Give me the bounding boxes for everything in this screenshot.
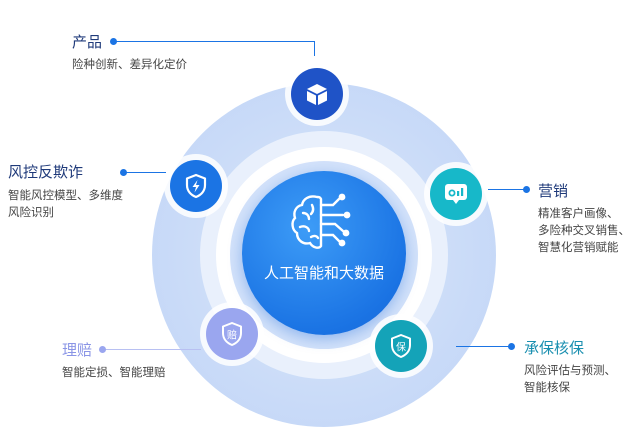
- marketing-node: [430, 168, 482, 220]
- marketing-desc: 精准客户画像、 多险种交叉销售、 智慧化营销赋能: [538, 205, 630, 256]
- marketing-desc-line: 智慧化营销赋能: [538, 240, 619, 254]
- claims-badge-text: 赔: [227, 329, 237, 342]
- risk-control-desc: 智能风控模型、多维度 风险识别: [8, 187, 123, 221]
- underwriting-desc: 风险评估与预测、 智能核保: [524, 362, 616, 396]
- risk-dot: [120, 169, 127, 176]
- claims-desc: 智能定损、智能理赔: [62, 364, 166, 381]
- product-node: [291, 68, 343, 120]
- product-leader-h: [114, 41, 315, 42]
- product-dot: [110, 38, 117, 45]
- claims-node: 赔: [206, 308, 258, 360]
- claims-desc-line: 智能定损、智能理赔: [62, 365, 166, 379]
- product-title: 产品: [72, 33, 103, 51]
- monitor-chart-icon: [445, 184, 467, 204]
- marketing-desc-line: 多险种交叉销售、: [538, 223, 630, 237]
- claims-title: 理赔: [62, 341, 93, 359]
- underwriting-desc-line: 风险评估与预测、: [524, 363, 616, 377]
- brain-circuit-icon: [291, 193, 351, 249]
- risk-control-desc-line: 智能风控模型、多维度: [8, 188, 123, 202]
- cube-icon: [307, 84, 327, 105]
- underwriting-title: 承保核保: [524, 339, 585, 357]
- marketing-title: 营销: [538, 182, 569, 200]
- product-leader-v: [314, 41, 315, 56]
- claims-leader: [103, 349, 201, 350]
- shield-bolt-icon: [185, 173, 207, 199]
- underwriting-badge-text: 保: [396, 341, 406, 354]
- underwriting-leader: [456, 346, 510, 347]
- protect-badge-icon: 保: [391, 334, 411, 358]
- claims-dot: [99, 346, 106, 353]
- center-label: 人工智能和大数据: [263, 264, 384, 282]
- claim-badge-icon: 赔: [222, 322, 242, 346]
- product-desc-line: 险种创新、差异化定价: [72, 57, 187, 71]
- risk-control-node: [170, 160, 222, 212]
- marketing-leader: [488, 189, 526, 190]
- risk-control-desc-line: 风险识别: [8, 205, 54, 219]
- underwriting-dot: [508, 343, 515, 350]
- underwriting-desc-line: 智能核保: [524, 380, 570, 394]
- marketing-desc-line: 精准客户画像、: [538, 206, 619, 220]
- underwriting-node: 保: [375, 320, 427, 372]
- product-desc: 险种创新、差异化定价: [72, 56, 187, 73]
- risk-control-title: 风控反欺诈: [8, 163, 84, 181]
- marketing-dot: [523, 186, 530, 193]
- center-hub: 人工智能和大数据: [242, 171, 406, 335]
- risk-leader: [124, 172, 166, 173]
